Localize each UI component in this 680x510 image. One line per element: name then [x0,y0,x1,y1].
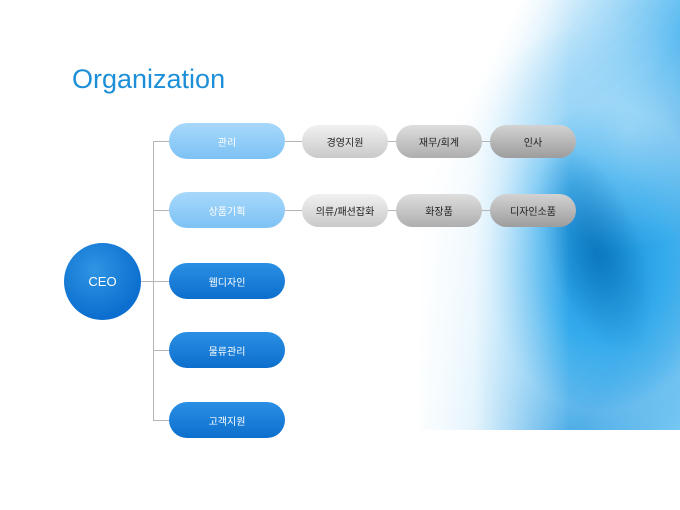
branch-connector-3 [153,281,169,282]
page-title: Organization [72,64,226,94]
dept-management: 관리 [169,123,285,159]
sub-cosmetics: 화장품 [396,194,482,227]
dept-web-design: 웹디자인 [169,263,285,299]
ceo-connector [141,281,154,282]
sub-apparel-fashion: 의류/패션잡화 [302,194,388,227]
sub-hr: 인사 [490,125,576,158]
sub-design-goods: 디자인소품 [490,194,576,227]
sub-finance-accounting: 재무/회계 [396,125,482,158]
branch-connector-1 [153,141,169,142]
sub-management-support: 경영지원 [302,125,388,158]
branch-connector-5 [153,420,169,421]
dept-customer-support: 고객지원 [169,402,285,438]
branch-connector-2 [153,210,169,211]
branch-connector-4 [153,350,169,351]
ceo-node: CEO [64,243,141,320]
dept-product-planning: 상품기획 [169,192,285,228]
dept-logistics: 물류관리 [169,332,285,368]
